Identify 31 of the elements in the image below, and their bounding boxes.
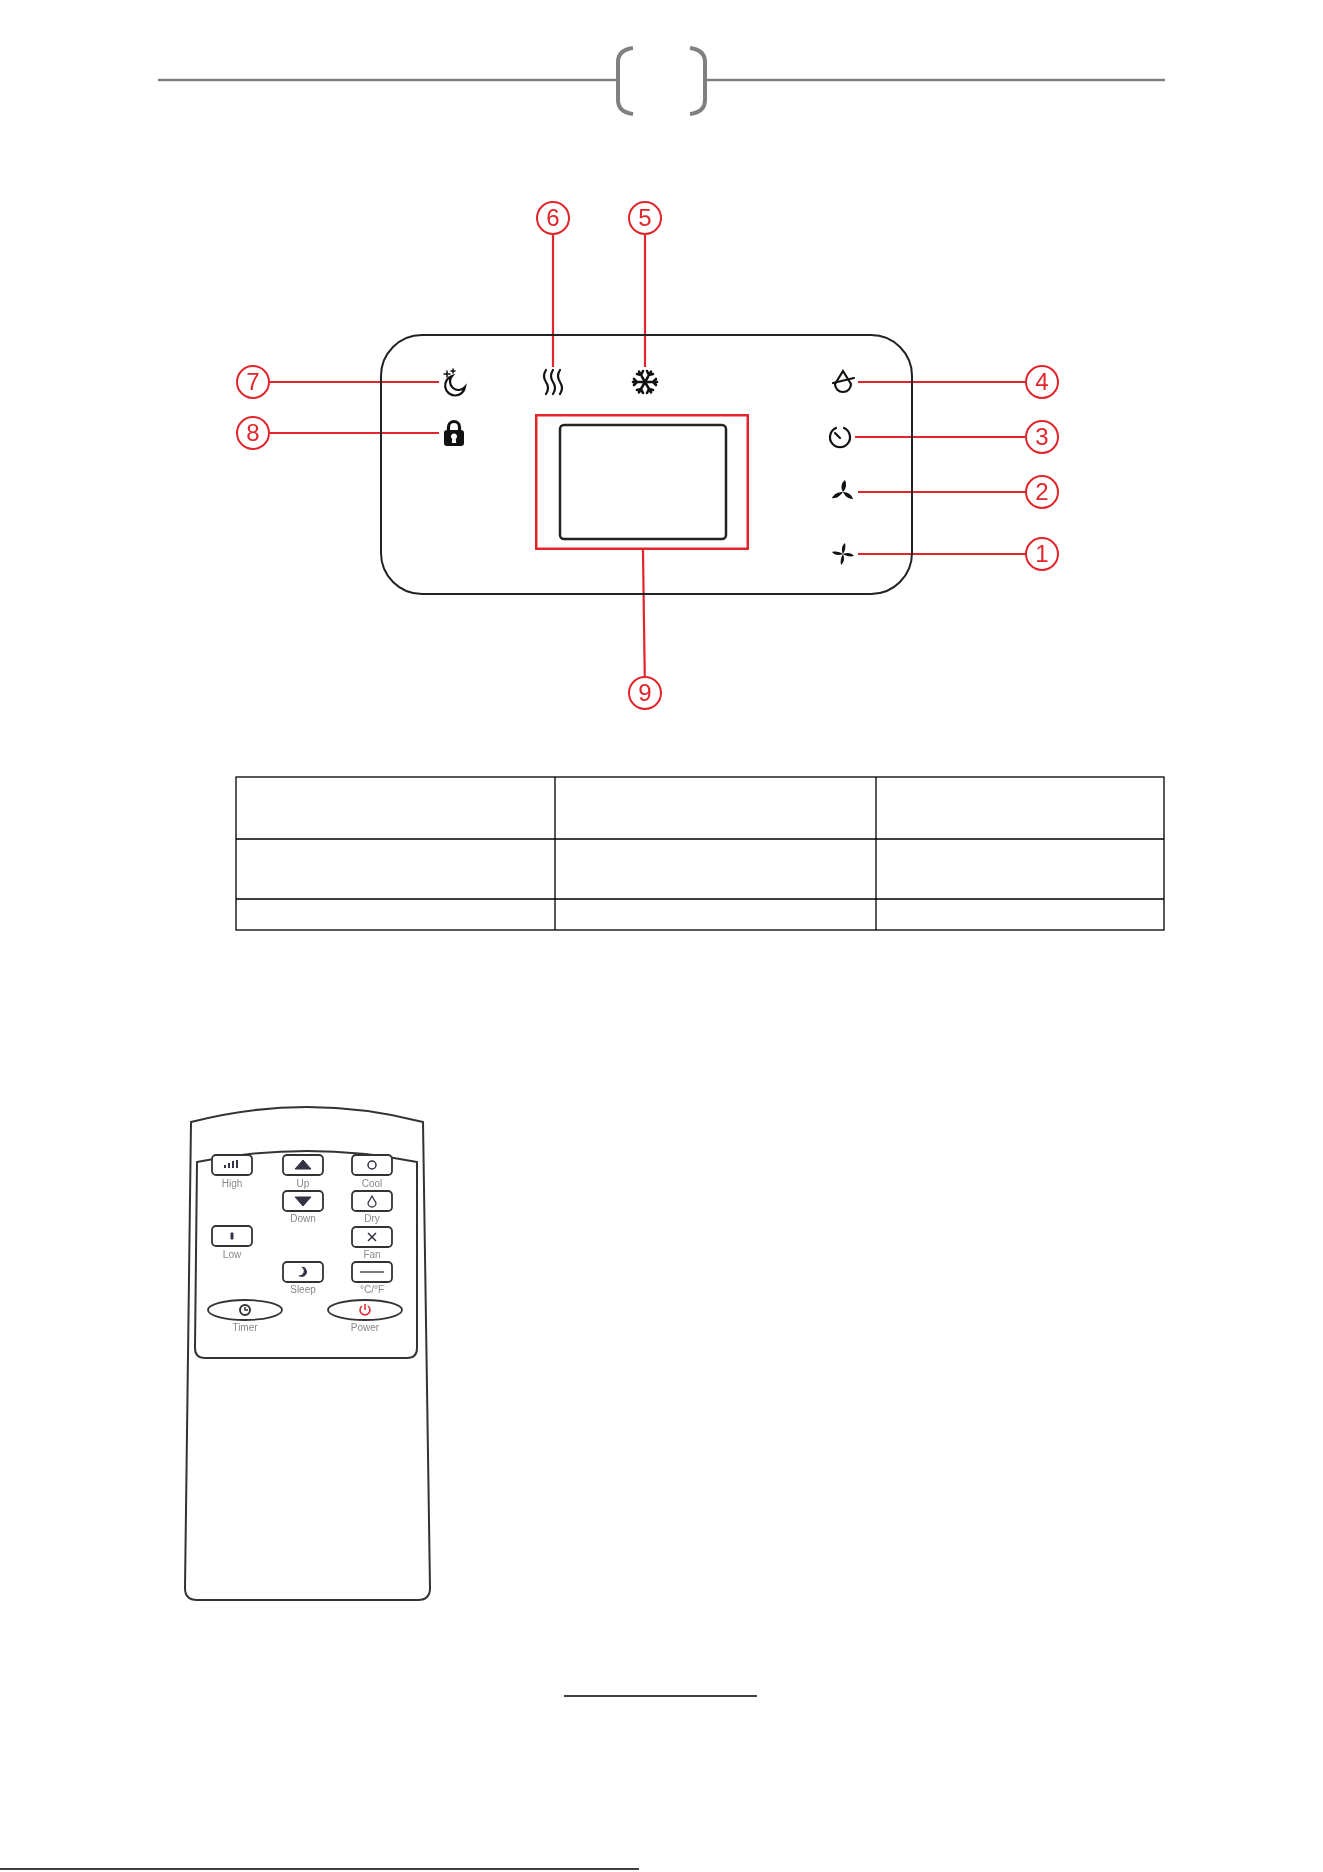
callout-number: 9 [628, 676, 662, 710]
button-label: Dry [364, 1214, 380, 1224]
button-label: Up [296, 1179, 310, 1189]
button-label: Sleep [290, 1285, 316, 1295]
leader-line [858, 490, 1025, 494]
button-label: Fan [363, 1250, 381, 1260]
leader-line [858, 552, 1025, 556]
leader-line [551, 235, 555, 367]
button-label: °C/°F [359, 1285, 385, 1295]
callout-number: 5 [628, 201, 662, 235]
callout-number: 2 [1025, 475, 1059, 509]
button-label: Power [350, 1323, 380, 1333]
callout-number: 4 [1025, 365, 1059, 399]
button-label: Timer [232, 1323, 258, 1333]
button-label: Cool [361, 1179, 383, 1189]
callout-number: 3 [1025, 420, 1059, 454]
button-label: Low [222, 1250, 242, 1260]
control-panel [380, 334, 913, 595]
leader-line [643, 235, 647, 367]
leader-line [855, 435, 1025, 439]
button-label: High [221, 1179, 243, 1189]
callout-number: 8 [236, 416, 270, 450]
leader-line [270, 431, 439, 435]
callout-number: 6 [536, 201, 570, 235]
button-label: Down [290, 1214, 316, 1224]
callout-number: 7 [236, 365, 270, 399]
callout-number: 1 [1025, 537, 1059, 571]
leader-line [858, 380, 1025, 384]
leader-line [641, 550, 646, 676]
leader-line [270, 380, 439, 384]
display-drawing [534, 413, 749, 550]
